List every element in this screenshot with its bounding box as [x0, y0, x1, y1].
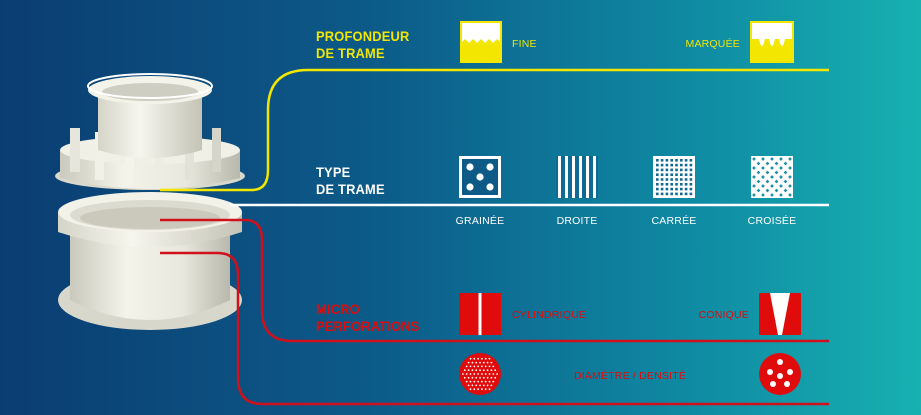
- grained-pattern-icon: [459, 156, 501, 198]
- micro-title-line1: MICRO: [316, 301, 360, 317]
- cylindrical-perforation-icon: [459, 293, 501, 335]
- depth-title: PROFONDEUR DE TRAME: [316, 28, 409, 62]
- option-cylindrique-label: CYLINDRIQUE: [512, 309, 586, 321]
- micro-title: MICRO PERFORATIONS: [316, 301, 420, 335]
- cross-pattern-icon: [751, 156, 793, 198]
- option-droite-label: DROITE: [556, 215, 598, 227]
- depth-connector-line: [160, 68, 829, 192]
- conical-perforation-icon: [759, 293, 801, 335]
- type-title-line2: DE TRAME: [316, 181, 385, 197]
- square-grid-pattern-icon: [653, 156, 695, 198]
- marked-texture-icon: [750, 21, 794, 63]
- micro-connector-line-2: [160, 251, 829, 406]
- type-title: TYPE DE TRAME: [316, 164, 385, 198]
- micro-connector-line-1: [160, 218, 829, 343]
- fine-texture-icon: [460, 21, 502, 63]
- option-fine-label: FINE: [512, 38, 537, 50]
- upper-component: [55, 73, 245, 190]
- sparse-perforation-icon: [759, 353, 801, 395]
- option-grainee-label: GRAINÉE: [455, 215, 505, 227]
- diameter-density-label: DIAMÈTRE / DENSITÉ: [573, 370, 687, 382]
- option-marquee-label: MARQUÉE: [685, 38, 740, 50]
- micro-title-line2: PERFORATIONS: [316, 318, 420, 334]
- straight-lines-pattern-icon: [556, 156, 598, 198]
- type-title-line1: TYPE: [316, 164, 351, 180]
- option-croisee-label: CROISÉE: [747, 215, 797, 227]
- lower-component: [58, 192, 242, 330]
- option-carree-label: CARRÉE: [651, 215, 697, 227]
- option-conique-label: CONIQUE: [698, 309, 749, 321]
- dense-perforation-icon: [459, 353, 501, 395]
- depth-title-line1: PROFONDEUR: [316, 28, 410, 44]
- depth-title-line2: DE TRAME: [316, 45, 385, 61]
